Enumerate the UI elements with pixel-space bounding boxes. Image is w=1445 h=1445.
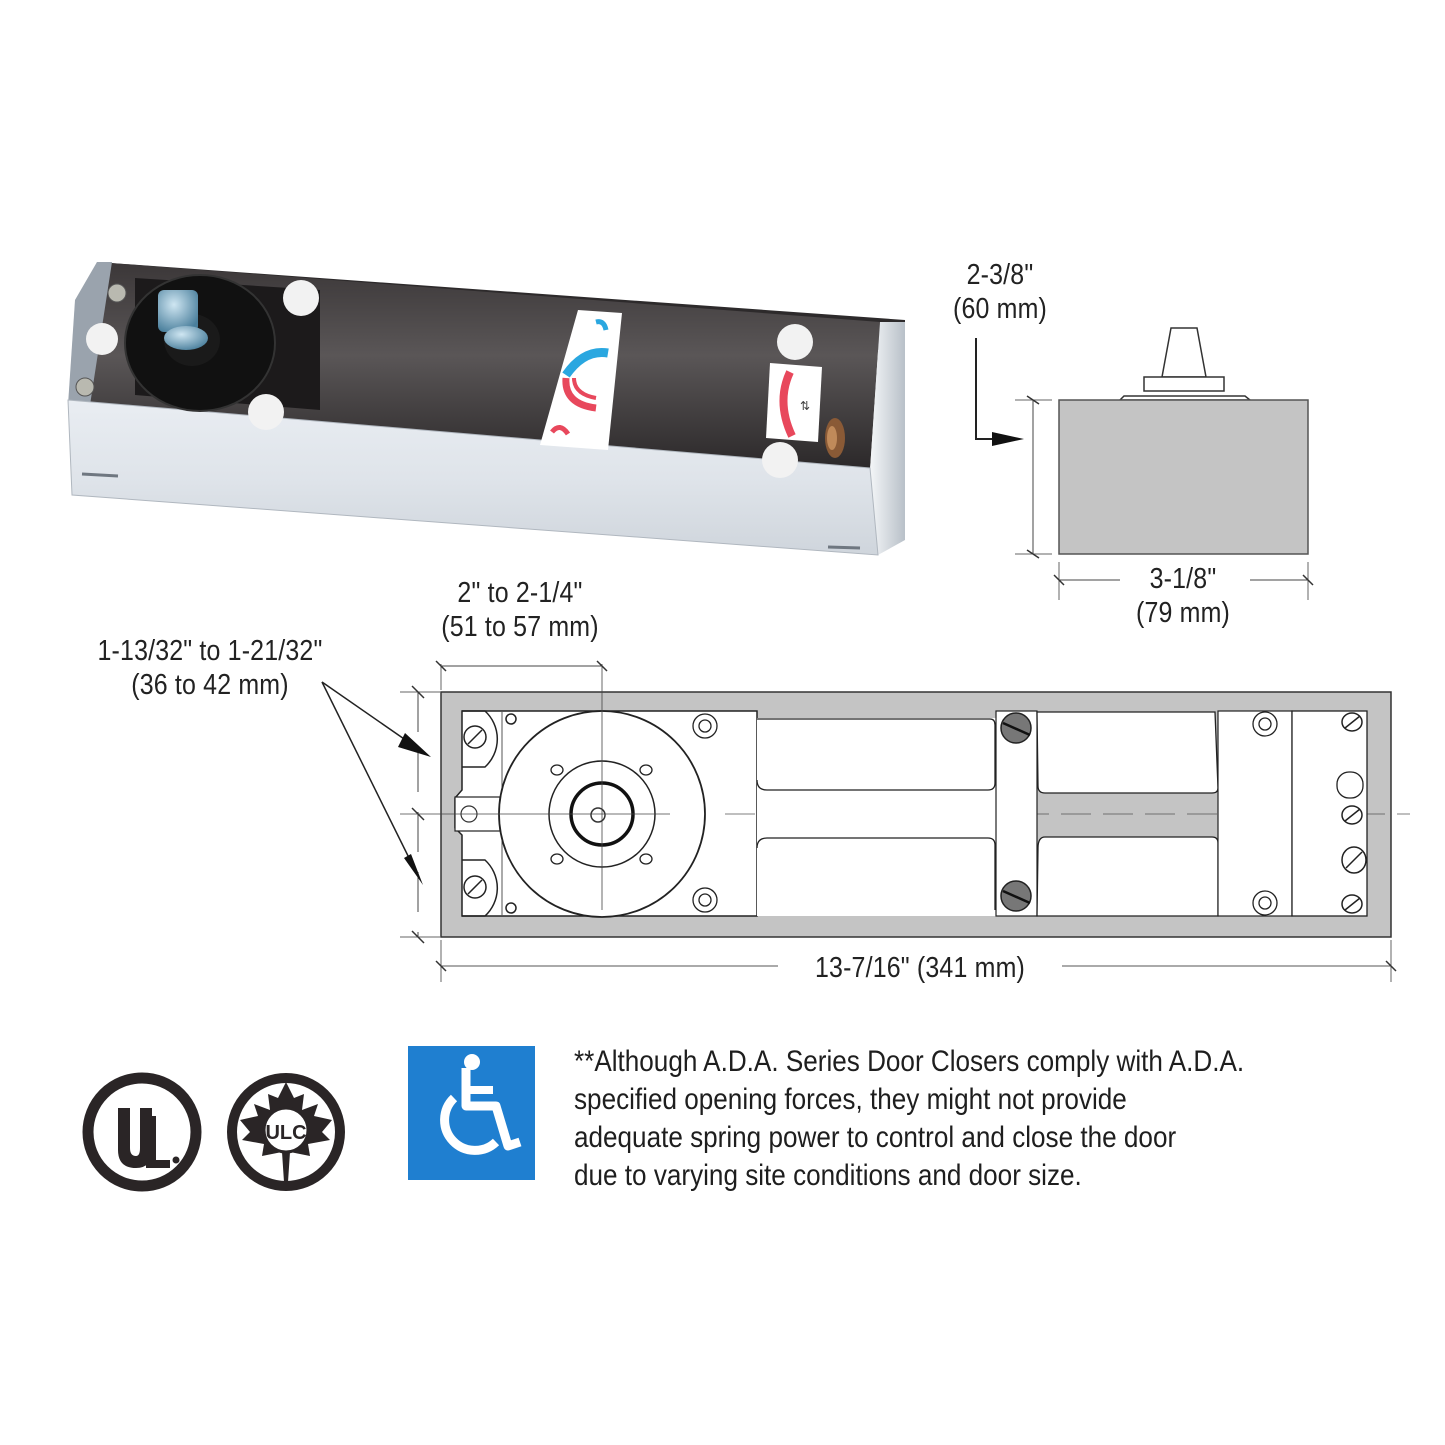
- ada-disclaimer-note: **Although A.D.A. Series Door Closers co…: [574, 1043, 1322, 1195]
- spindle-to-edge-metric: (36 to 42 mm): [131, 669, 289, 701]
- width-dimension-imperial: 3-1/8": [1149, 563, 1217, 595]
- width-dimension-metric: (79 mm): [1135, 597, 1231, 629]
- length-dimension-label: 13-7/16" (341 mm): [791, 951, 1049, 985]
- ada-note-line-1: **Although A.D.A. Series Door Closers co…: [574, 1045, 1245, 1078]
- spindle-to-edge-imperial: 1-13/32" to 1-21/32": [97, 635, 323, 667]
- height-dimension-label: 2-3/8" (60 mm): [940, 258, 1060, 326]
- spindle-to-edge-dimension-label: 1-13/32" to 1-21/32" (36 to 42 mm): [64, 634, 356, 702]
- height-dimension-imperial: 2-3/8": [966, 259, 1034, 291]
- height-dimension-metric: (60 mm): [952, 293, 1048, 325]
- width-dimension-label: 3-1/8" (79 mm): [1123, 562, 1243, 630]
- accessibility-wheelchair-icon: [408, 1046, 535, 1180]
- spindle-offset-imperial: 2" to 2-1/4": [457, 577, 583, 609]
- adjustment-label-left: [540, 310, 622, 450]
- ada-note-line-2: specified opening forces, they might not…: [574, 1083, 1127, 1116]
- length-dimension-text: 13-7/16" (341 mm): [814, 952, 1026, 984]
- ul-listed-icon: [82, 1072, 202, 1192]
- spindle-offset-dimension-label: 2" to 2-1/4" (51 to 57 mm): [417, 576, 623, 644]
- spindle-offset-metric: (51 to 57 mm): [441, 611, 599, 643]
- svg-text:ULC: ULC: [265, 1122, 306, 1144]
- ada-note-line-3: adequate spring power to control and clo…: [574, 1121, 1177, 1154]
- ulc-listed-icon: ULC: [227, 1073, 345, 1191]
- adjustment-label-right: ⇅: [766, 363, 822, 442]
- ada-note-line-4: due to varying site conditions and door …: [574, 1159, 1082, 1192]
- svg-text:⇅: ⇅: [800, 399, 810, 413]
